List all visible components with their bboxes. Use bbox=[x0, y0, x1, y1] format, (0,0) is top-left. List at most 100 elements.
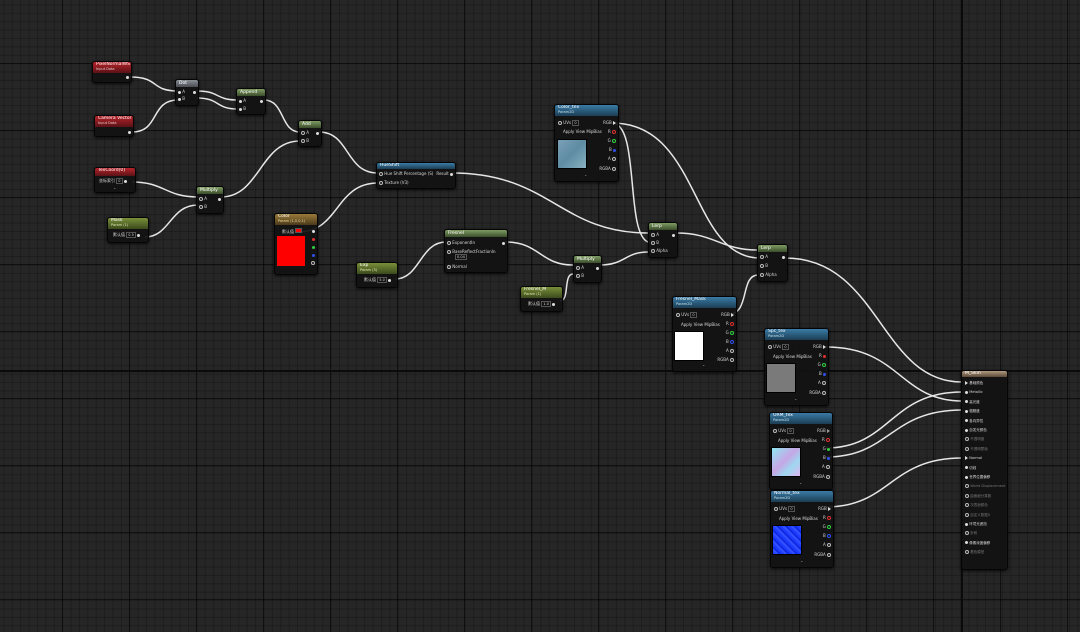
tex-coord-node[interactable]: TexCoord[0] 坐标索引 0 ⌄ bbox=[94, 167, 136, 193]
uvs-value-field[interactable]: 0 bbox=[782, 344, 789, 350]
input-pin-b[interactable] bbox=[651, 241, 655, 245]
material-input-pin[interactable]: 环境光遮挡 bbox=[965, 521, 987, 527]
output-pin[interactable] bbox=[596, 266, 599, 270]
input-pin-icon[interactable] bbox=[965, 456, 968, 461]
material-input-pin[interactable]: 次表面颜色 bbox=[965, 502, 988, 508]
output-pin-g[interactable] bbox=[827, 447, 830, 451]
output-pin-b[interactable] bbox=[613, 148, 616, 152]
param-value-field[interactable]: 1.0 bbox=[541, 301, 551, 307]
color-tex-node[interactable]: Color_tex Param2D UVs 0 Apply View MipBi… bbox=[554, 104, 619, 182]
input-pin-b[interactable] bbox=[239, 107, 242, 111]
input-pin-icon[interactable] bbox=[965, 522, 968, 526]
output-pin-r[interactable] bbox=[730, 322, 734, 326]
output-pin[interactable] bbox=[123, 179, 127, 183]
input-pin-icon[interactable] bbox=[965, 409, 968, 413]
output-pin-r[interactable] bbox=[823, 354, 826, 358]
output-pin[interactable] bbox=[126, 75, 129, 79]
chevron-down-icon[interactable]: ⌄ bbox=[113, 185, 117, 190]
output-pin-r[interactable] bbox=[312, 237, 315, 241]
output-pin-r[interactable] bbox=[827, 516, 831, 520]
uvs-value-field[interactable]: 0 bbox=[787, 428, 794, 434]
input-pin-b[interactable] bbox=[301, 139, 305, 143]
input-pin-uvs[interactable] bbox=[768, 345, 772, 349]
output-pin-b[interactable] bbox=[823, 372, 826, 376]
material-result-node[interactable]: M_Skin 基础颜色 Metallic 高光度 粗糙度 各向异性 自发光颜色 … bbox=[961, 370, 1008, 570]
input-pin-icon[interactable] bbox=[965, 381, 968, 385]
output-pin-rgb[interactable] bbox=[613, 121, 616, 125]
chevron-down-icon[interactable]: ⌄ bbox=[800, 558, 804, 563]
input-pin-uvs[interactable] bbox=[676, 313, 680, 317]
hueshift-node[interactable]: HueShift Hue Shift Percentage (S) Result… bbox=[376, 162, 456, 189]
output-pin[interactable] bbox=[218, 197, 221, 201]
output-pin-rgb[interactable] bbox=[731, 313, 734, 317]
input-pin-icon[interactable] bbox=[965, 493, 969, 498]
output-pin[interactable] bbox=[502, 241, 505, 245]
material-input-pin[interactable]: 不透明度 bbox=[965, 436, 984, 442]
add-node[interactable]: Add A B bbox=[298, 120, 322, 147]
mask-param-node[interactable]: Mask Param (1) 默认值 0.5 bbox=[107, 217, 149, 243]
chevron-down-icon[interactable]: ⌄ bbox=[702, 362, 706, 367]
param-value-field[interactable]: 0 bbox=[116, 178, 123, 184]
input-pin-a[interactable] bbox=[178, 90, 181, 94]
fresnel-mask-node[interactable]: Fresnel_Mask Param2D UVs 0 Apply View Mi… bbox=[672, 296, 737, 372]
material-input-pin[interactable]: 像素深度偏移 bbox=[965, 540, 990, 546]
input-pin-icon[interactable] bbox=[965, 437, 969, 442]
input-pin-icon[interactable] bbox=[965, 475, 968, 479]
camera-vector-node[interactable]: Camera Vector Input Data bbox=[94, 115, 134, 137]
material-input-pin[interactable]: 世界位置偏移 bbox=[965, 474, 990, 480]
output-pin-r[interactable] bbox=[826, 438, 830, 442]
output-pin[interactable] bbox=[128, 130, 131, 134]
output-pin[interactable] bbox=[672, 233, 675, 237]
input-pin-hue[interactable] bbox=[379, 172, 383, 176]
output-pin-rgb[interactable] bbox=[827, 429, 830, 433]
append-node[interactable]: Append A B bbox=[236, 88, 266, 115]
output-pin[interactable] bbox=[450, 172, 453, 176]
material-input-pin[interactable]: Metallic bbox=[965, 389, 983, 395]
material-input-pin[interactable]: World Displacement bbox=[965, 483, 1006, 489]
output-pin-r[interactable] bbox=[612, 130, 616, 134]
input-pin-icon[interactable] bbox=[965, 531, 969, 536]
material-input-pin[interactable]: 切线 bbox=[965, 465, 976, 471]
pixel-normal-node[interactable]: PixelNormalWS Input Data bbox=[92, 61, 132, 83]
dot-node[interactable]: Dot A B bbox=[175, 79, 199, 106]
material-input-pin[interactable]: 粗糙度 bbox=[965, 408, 980, 414]
output-pin[interactable] bbox=[552, 302, 556, 306]
chevron-down-icon[interactable]: ⌄ bbox=[799, 480, 803, 485]
input-pin-a[interactable] bbox=[576, 266, 580, 270]
material-input-pin[interactable]: 各向异性 bbox=[965, 418, 983, 424]
color-param-node[interactable]: Color Param (1,0,0,1) 默认值 bbox=[274, 213, 318, 275]
output-pin[interactable] bbox=[782, 255, 785, 259]
input-pin-a[interactable] bbox=[239, 99, 242, 103]
input-pin-alpha[interactable] bbox=[651, 249, 655, 253]
lerp-node[interactable]: Lerp A B Alpha bbox=[648, 222, 678, 258]
input-pin-base-reflect[interactable] bbox=[447, 250, 451, 254]
output-pin-b[interactable] bbox=[827, 456, 830, 460]
input-pin-icon[interactable] bbox=[965, 419, 968, 423]
output-pin-rgba[interactable] bbox=[826, 475, 830, 479]
output-pin-b[interactable] bbox=[312, 253, 315, 257]
fresnel-node[interactable]: Fresnel ExponentIn BaseReflectFractionIn… bbox=[444, 229, 508, 273]
output-pin-a[interactable] bbox=[826, 465, 830, 469]
output-pin-rgb[interactable] bbox=[312, 229, 315, 233]
material-input-pin[interactable]: 不透明蒙版 bbox=[965, 446, 988, 452]
input-pin-a[interactable] bbox=[651, 233, 655, 237]
output-pin-g[interactable] bbox=[612, 139, 616, 143]
output-pin-rgba[interactable] bbox=[730, 358, 734, 362]
exp-param-node[interactable]: Exp Param (5) 默认值 5.0 bbox=[356, 262, 398, 288]
material-input-pin[interactable]: 高光度 bbox=[965, 399, 980, 405]
output-pin-rgb[interactable] bbox=[823, 345, 826, 349]
orm-tex-node[interactable]: ORM_tex Param2D UVs 0 Apply View MipBias… bbox=[769, 412, 833, 490]
input-pin-icon[interactable] bbox=[965, 466, 968, 470]
output-pin-a[interactable] bbox=[730, 349, 734, 353]
input-pin-icon[interactable] bbox=[965, 484, 969, 489]
input-pin-a[interactable] bbox=[760, 255, 764, 259]
input-pin-icon[interactable] bbox=[965, 541, 968, 545]
input-pin-icon[interactable] bbox=[965, 512, 969, 517]
input-pin-icon[interactable] bbox=[965, 428, 968, 432]
output-pin-g[interactable] bbox=[822, 363, 826, 367]
input-pin-texture[interactable] bbox=[379, 181, 383, 185]
input-pin-icon[interactable] bbox=[965, 550, 969, 555]
multiply-node[interactable]: Multiply A B bbox=[573, 255, 602, 283]
output-pin-a[interactable] bbox=[311, 261, 315, 265]
output-pin-rgb[interactable] bbox=[828, 507, 831, 511]
